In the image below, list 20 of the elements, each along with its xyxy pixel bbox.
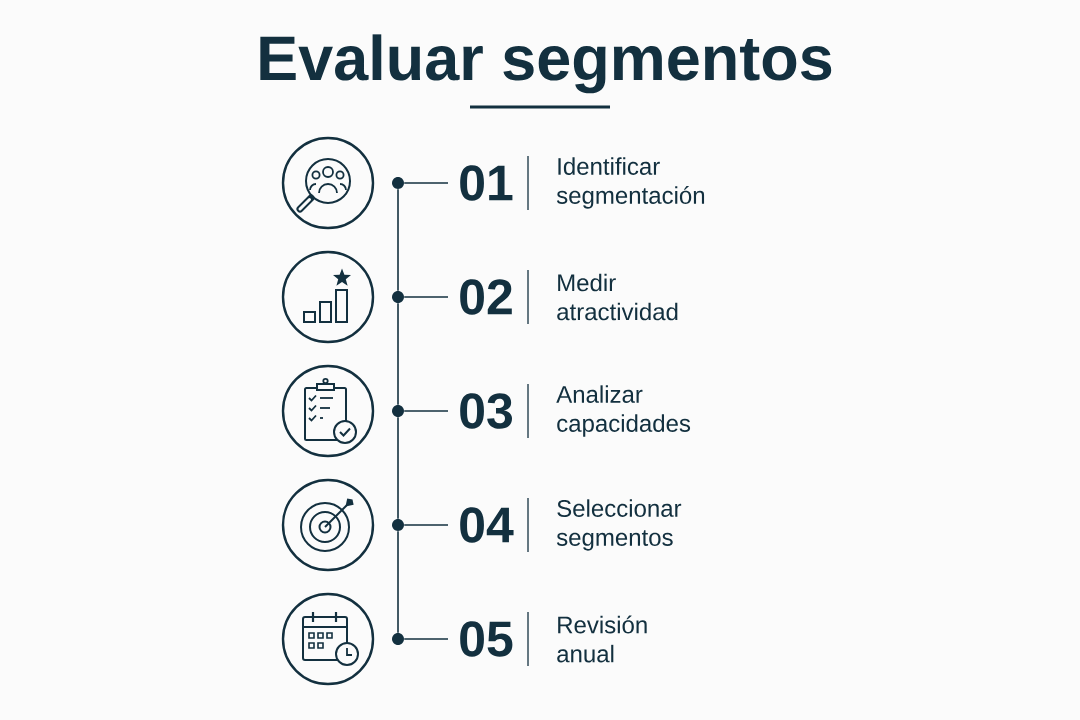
step-label: Revisión anual (557, 615, 647, 663)
connector-line (403, 182, 449, 184)
title: Evaluar segmentos (260, 34, 832, 94)
step-number: 03 (460, 393, 512, 429)
step-number: 05 (460, 621, 513, 657)
step-number: 04 (460, 507, 514, 543)
step-number: 02 (460, 279, 512, 315)
connector-line (403, 524, 449, 526)
connector-line (403, 410, 449, 412)
connector-line (403, 638, 449, 640)
step-label: Identificar segmentación (556, 157, 705, 209)
timeline-line (397, 416, 399, 520)
step-label: Seleccionar segmentos (556, 499, 682, 551)
timeline-line (397, 188, 399, 292)
step-number: 01 (460, 165, 513, 201)
timeline-line (397, 530, 399, 634)
step-label: Analizar capacidades (556, 385, 691, 437)
step-label: Medir atractividad (557, 273, 678, 321)
timeline-line (397, 302, 399, 406)
connector-line (403, 296, 449, 298)
